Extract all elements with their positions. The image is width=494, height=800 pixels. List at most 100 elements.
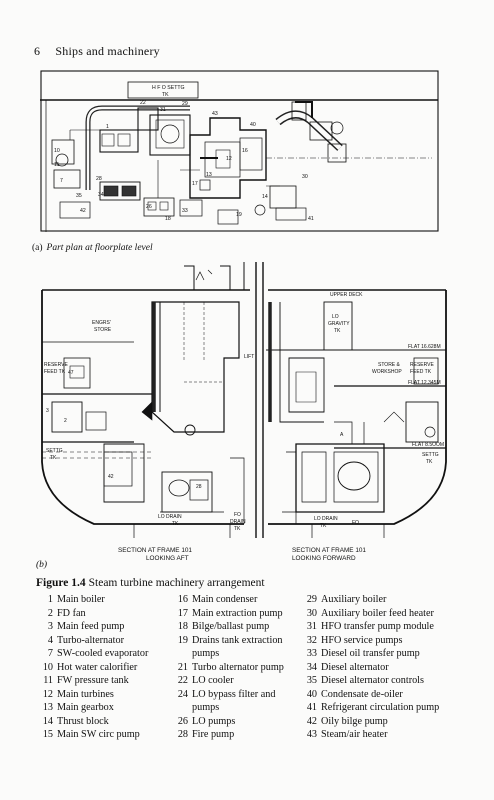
section-callout-47: 47 bbox=[68, 370, 74, 376]
section-callout-2: 2 bbox=[64, 418, 67, 424]
plan-callout-16: 16 bbox=[242, 148, 248, 154]
plan-callout-33: 33 bbox=[182, 208, 188, 214]
legend-text: SW-cooled evaporator bbox=[57, 648, 149, 659]
legend-num: 12 bbox=[42, 688, 53, 700]
reserve-feed-left-label-1: RESERVE bbox=[44, 362, 68, 368]
fo-drain-label-2: DRAIN bbox=[230, 519, 246, 525]
plan-callout-7: 7 bbox=[60, 178, 63, 184]
plan-callout-42: 42 bbox=[80, 208, 86, 214]
legend-num: 31 bbox=[306, 621, 317, 632]
plan-callout-41: 41 bbox=[308, 216, 314, 222]
plan-border bbox=[40, 70, 439, 232]
hull-right bbox=[268, 290, 447, 525]
legend-num: 14 bbox=[42, 715, 53, 727]
plan-callout-19: 19 bbox=[236, 212, 242, 218]
settg-left-label-1: SETTG bbox=[46, 448, 63, 454]
legend-text: Condensate de-oiler bbox=[321, 688, 403, 700]
settg-right-label-2: TK bbox=[426, 459, 433, 465]
legend-num: 41 bbox=[306, 702, 317, 713]
legend-num: 15 bbox=[42, 729, 53, 740]
hull-left bbox=[41, 290, 244, 525]
hfo-settling-label-1: H F O SETTG bbox=[152, 85, 185, 91]
plan-callout-31: 31 bbox=[160, 107, 166, 113]
legend-num: 21 bbox=[177, 661, 188, 673]
main-pipe-loop bbox=[85, 105, 190, 190]
plan-callout-26: 26 bbox=[146, 204, 152, 210]
hfo-settling-tank bbox=[127, 81, 199, 99]
fo-label: FO bbox=[352, 520, 359, 526]
legend-num: 3 bbox=[47, 621, 53, 632]
legend-text: Main condenser bbox=[192, 594, 258, 605]
legend-text: Auxiliary boiler feed heater bbox=[321, 607, 434, 619]
plan-callout-22: 22 bbox=[140, 100, 146, 106]
plan-callout-17: 17 bbox=[192, 181, 198, 187]
right-section-caption-1: SECTION AT FRAME 101 bbox=[292, 547, 366, 554]
main-engine-section bbox=[295, 443, 385, 513]
section-callout-a: A bbox=[340, 432, 344, 438]
legend-num: 35 bbox=[306, 675, 317, 686]
plan-callout-40: 40 bbox=[250, 122, 256, 128]
legend-text: HFO service pumps bbox=[321, 634, 403, 646]
legend-text: Main extraction pump bbox=[192, 607, 283, 619]
legend-text: FD fan bbox=[57, 607, 86, 619]
reserve-feed-left-label-2: FEED TK bbox=[44, 369, 66, 375]
store-workshop-label-2: WORKSHOP bbox=[372, 369, 402, 375]
main-turbine-outline bbox=[189, 117, 267, 199]
plan-caption-tag: (a) bbox=[32, 243, 43, 253]
legend-num: 17 bbox=[177, 607, 188, 619]
legend-num: 22 bbox=[177, 675, 188, 686]
section-callout-28: 28 bbox=[196, 484, 202, 490]
legend-num: 28 bbox=[177, 729, 188, 740]
plan-callout-1: 1 bbox=[106, 124, 109, 130]
legend-text: Refrigerant circulation pump bbox=[321, 702, 440, 713]
legend-text: Turbo alternator pump bbox=[192, 661, 284, 673]
left-section-caption-2: LOOKING AFT bbox=[146, 555, 189, 562]
legend-text: Hot water calorifier bbox=[57, 661, 138, 673]
legend-num: 10 bbox=[42, 661, 53, 673]
reserve-feed-right-label-1: RESERVE bbox=[410, 362, 434, 368]
legend-item: 4 Turbo-alternator bbox=[36, 634, 148, 648]
legend-text: LO bypass filter and bbox=[192, 688, 276, 700]
reserve-feed-tank-left bbox=[63, 357, 91, 389]
legend-num: 43 bbox=[306, 729, 317, 740]
legend-item-continuation: 00pumps bbox=[172, 647, 284, 661]
legend-text: LO pumps bbox=[192, 715, 236, 727]
lift-label: LIFT bbox=[244, 354, 254, 360]
floorplate-plan-drawing: H F O SETTG TK 29 31 1 22 12 43 30 28 16… bbox=[40, 70, 439, 232]
legend-num: 32 bbox=[306, 634, 317, 646]
calorifier bbox=[51, 139, 75, 165]
plan-callout-10: 10 bbox=[54, 148, 60, 154]
lo-gravity-label-3: TK bbox=[334, 328, 341, 334]
legend-num: 34 bbox=[306, 661, 317, 673]
legend-num: 26 bbox=[177, 715, 188, 727]
legend-item: 41 Refrigerant circulation pump bbox=[303, 701, 439, 715]
settg-right-label-1: SETTG bbox=[422, 452, 439, 458]
legend-text: FW pressure tank bbox=[57, 675, 129, 686]
flat-low-label: FLAT 8.5OOM bbox=[412, 442, 444, 448]
fo-drain-label-3: TK bbox=[234, 526, 241, 532]
legend-num: 4 bbox=[47, 634, 53, 646]
reserve-feed-right-label-2: FEED TK bbox=[410, 369, 432, 375]
fo-drain-label-1: FO bbox=[234, 512, 241, 518]
engrs-store-label-2: STORE bbox=[94, 327, 112, 333]
legend-text: Turbo-alternator bbox=[57, 634, 124, 646]
